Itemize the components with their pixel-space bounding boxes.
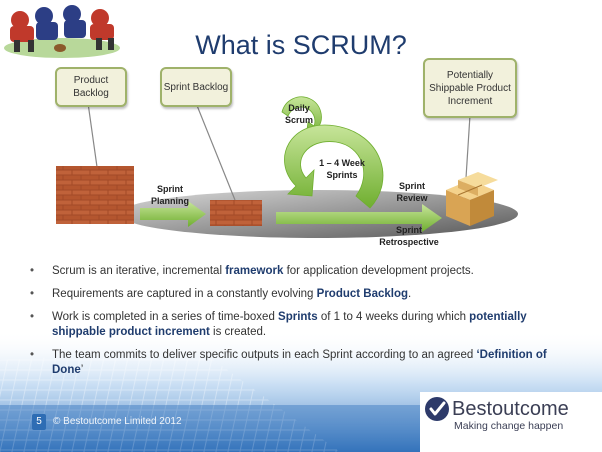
bullet-item: • The team commits to deliver specific o… (30, 349, 547, 376)
bullet-item: • Scrum is an iterative, incremental fra… (30, 265, 474, 277)
rugby-scrum-image (0, 0, 130, 62)
product-backlog-label: Product Backlog (73, 75, 109, 99)
logo-tagline: Making change happen (454, 420, 564, 432)
sprint-planning-label: Sprint Planning (151, 184, 189, 206)
checkmark-logo-icon (425, 397, 449, 421)
sprint-review-label: Sprint Review (396, 181, 428, 203)
sprint-backlog-box: Sprint Backlog (160, 67, 232, 107)
sprint-backlog-label: Sprint Backlog (163, 81, 229, 93)
bullet-list: • Scrum is an iterative, incremental fra… (30, 264, 570, 386)
sprint-arrow (276, 204, 442, 232)
page-number: 5 (32, 414, 46, 430)
bullet-dot: • (30, 288, 35, 300)
increment-connector (465, 114, 471, 179)
product-backlog-connector (87, 102, 99, 175)
sprint-backlog-connector (195, 102, 236, 201)
bullet-dot: • (30, 349, 35, 361)
bullet-dot: • (30, 311, 35, 323)
slide-title: What is SCRUM? (195, 30, 407, 60)
logo-name: Bestoutcome (452, 398, 569, 420)
copyright-text: © Bestoutcome Limited 2012 (53, 416, 182, 427)
sprint-backlog-bricks (210, 200, 262, 226)
bullet-item: • Requirements are captured in a constan… (30, 288, 412, 300)
week-sprints-arrow (284, 124, 384, 209)
increment-label: Potentially Shippable Product Increment (429, 69, 511, 107)
daily-scrum-label: Daily Scrum (284, 103, 313, 125)
product-backlog-bricks (56, 166, 134, 224)
shippable-boxes (446, 172, 498, 226)
bullet-item: • Work is completed in a series of time-… (30, 311, 527, 338)
bullet-dot: • (30, 265, 35, 277)
week-sprints-label: 1 – 4 Week Sprints (319, 158, 365, 180)
increment-box: Potentially Shippable Product Increment (423, 58, 517, 118)
sprint-planning-arrow (140, 201, 206, 227)
sprint-retrospective-label: Sprint Retrospective (379, 225, 439, 247)
product-backlog-box: Product Backlog (55, 67, 127, 107)
